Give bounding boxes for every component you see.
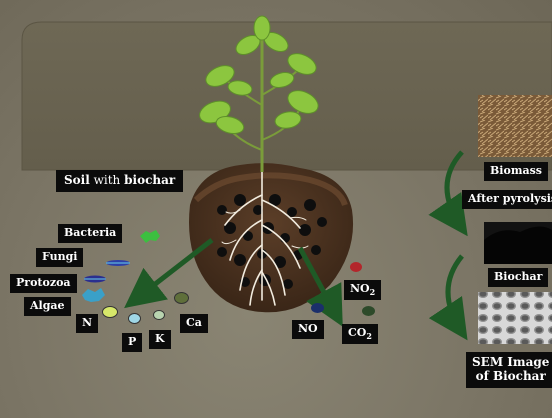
co2-dot [362, 306, 375, 316]
nutrient-n-label: N [76, 314, 98, 333]
no-dot [311, 303, 324, 313]
protozoa-icon [84, 276, 106, 283]
nutrient-p-dot [128, 313, 141, 324]
nutrient-n-dot [102, 306, 118, 318]
no2-dot [350, 262, 362, 272]
sem-image [478, 292, 552, 344]
protozoa-label: Protozoa [10, 274, 77, 293]
arrow-biochar-to-sem [448, 256, 462, 332]
bacteria-label: Bacteria [58, 224, 122, 243]
fungi-label: Fungi [36, 248, 83, 267]
biomass-image [478, 95, 552, 157]
co2-label: CO2 [342, 324, 378, 344]
no2-label: NO2 [344, 280, 381, 300]
nutrient-p-label: P [122, 333, 142, 352]
nutrient-k-dot [153, 310, 165, 320]
algae-icon [82, 288, 105, 302]
sem-label: SEM Image of Biochar [466, 352, 552, 388]
no-label: NO [292, 320, 324, 339]
soil-with-biochar-label: Soil with biochar [56, 170, 183, 192]
biochar-label: Biochar [488, 268, 548, 287]
nutrient-ca-label: Ca [180, 314, 208, 333]
bacteria-icon [140, 230, 160, 243]
after-pyrolysis-label: After pyrolysis [462, 190, 552, 209]
biomass-label: Biomass [484, 162, 548, 181]
algae-label: Algae [24, 297, 71, 316]
fungi-icon [106, 260, 130, 266]
nutrient-k-label: K [149, 330, 171, 349]
nutrient-ca-dot [174, 292, 189, 304]
